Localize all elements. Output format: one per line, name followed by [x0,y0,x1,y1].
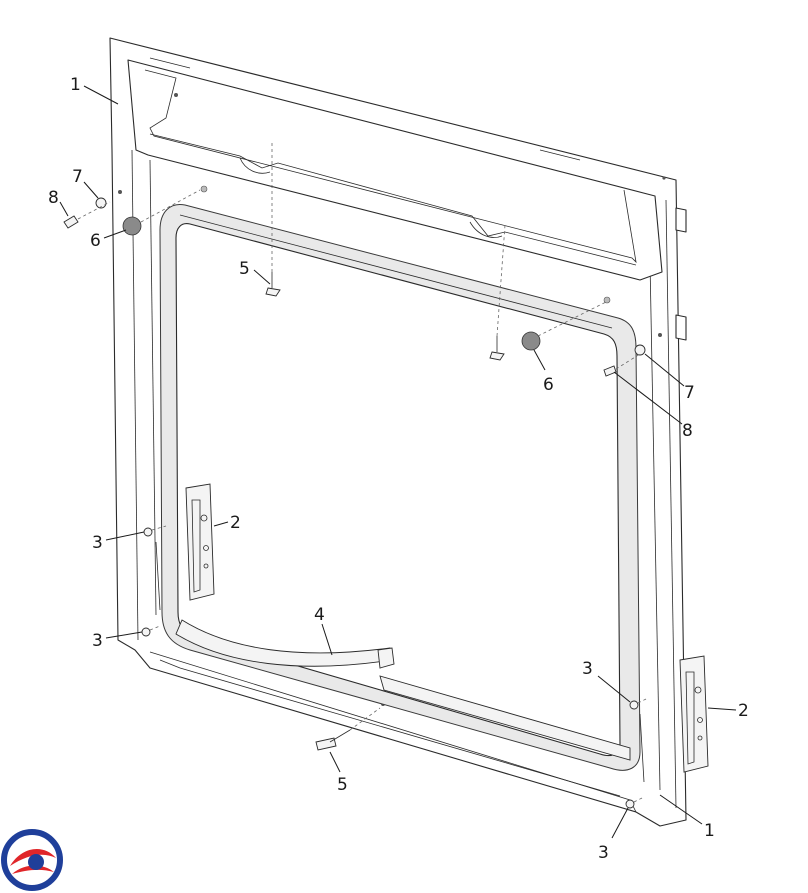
window-seal [159,203,641,771]
callouts: 1 1 2 2 3 3 3 3 4 5 5 6 6 7 7 8 8 [48,75,749,863]
callout-gasket: 4 [314,605,325,625]
gasket-strip [175,619,631,761]
hinge-right [679,655,709,773]
callout-bolt-left: 8 [48,188,59,208]
callout-screw-right-lower: 3 [598,843,609,863]
callout-bolt-right: 8 [682,421,693,441]
screws [141,525,649,809]
callout-knob-left: 6 [90,231,101,251]
callout-frame-bottom-right: 1 [704,821,715,841]
nuts-and-bolts [63,197,646,377]
callout-clip-top: 5 [239,259,250,279]
callout-screw-right-upper: 3 [582,659,593,679]
callout-hinge-left: 2 [230,513,241,533]
clips [265,140,506,751]
callout-clip-bottom: 5 [337,775,348,795]
callout-knob-right: 6 [543,375,554,395]
callout-nut-left: 7 [72,167,83,187]
callout-screw-left-lower: 3 [92,631,103,651]
callout-nut-right: 7 [684,383,695,403]
callout-hinge-right: 2 [738,701,749,721]
callout-screw-left-upper: 3 [92,533,103,553]
callout-frame-top-left: 1 [70,75,81,95]
brand-logo [1,829,63,891]
knobs [122,189,607,351]
hinge-left [185,483,215,601]
